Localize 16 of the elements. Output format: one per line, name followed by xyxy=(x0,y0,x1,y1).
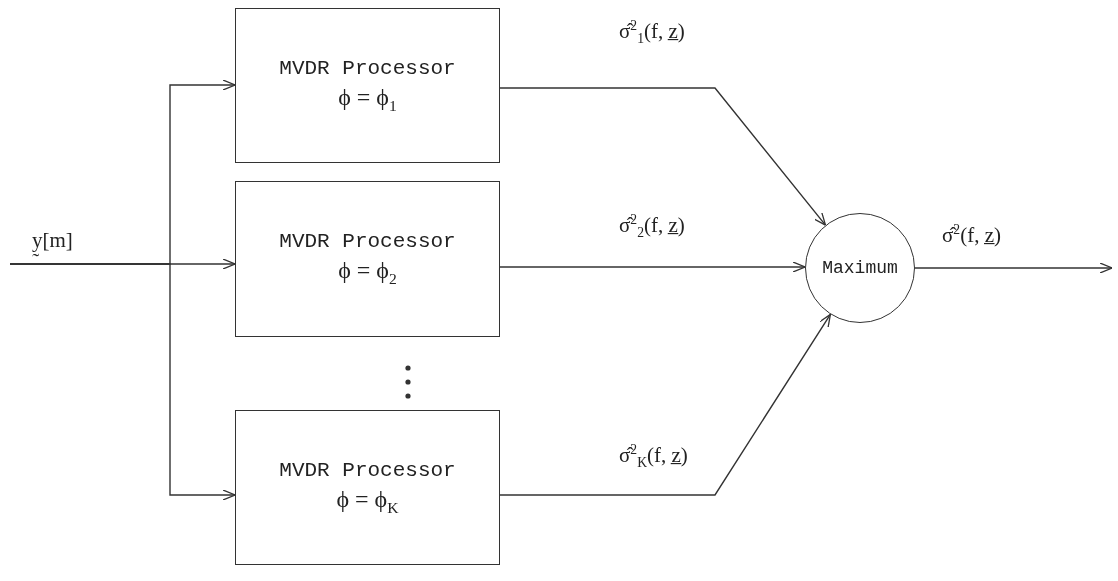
formula-text: ϕ = ϕ$_{2}$ xyxy=(338,257,397,288)
arrow xyxy=(499,87,827,226)
process-box xyxy=(235,8,500,163)
arrow xyxy=(499,261,806,273)
arrow xyxy=(914,262,1113,274)
node-label: MVDR Processor xyxy=(279,458,456,482)
process-box xyxy=(235,181,500,337)
node-label: MVDR Processor xyxy=(279,230,456,254)
node-label: Maximum xyxy=(822,258,898,278)
arrow xyxy=(9,263,236,501)
node-label: MVDR Processor xyxy=(279,56,456,80)
edge-label: σ̂$^{2}$(f, z̲) xyxy=(940,222,1003,248)
arrow xyxy=(499,313,832,496)
formula-text: ϕ = ϕ$_{1}$ xyxy=(338,83,397,115)
process-box xyxy=(235,410,500,565)
formula-text: ϕ = ϕ$_{K}$ xyxy=(336,485,399,517)
